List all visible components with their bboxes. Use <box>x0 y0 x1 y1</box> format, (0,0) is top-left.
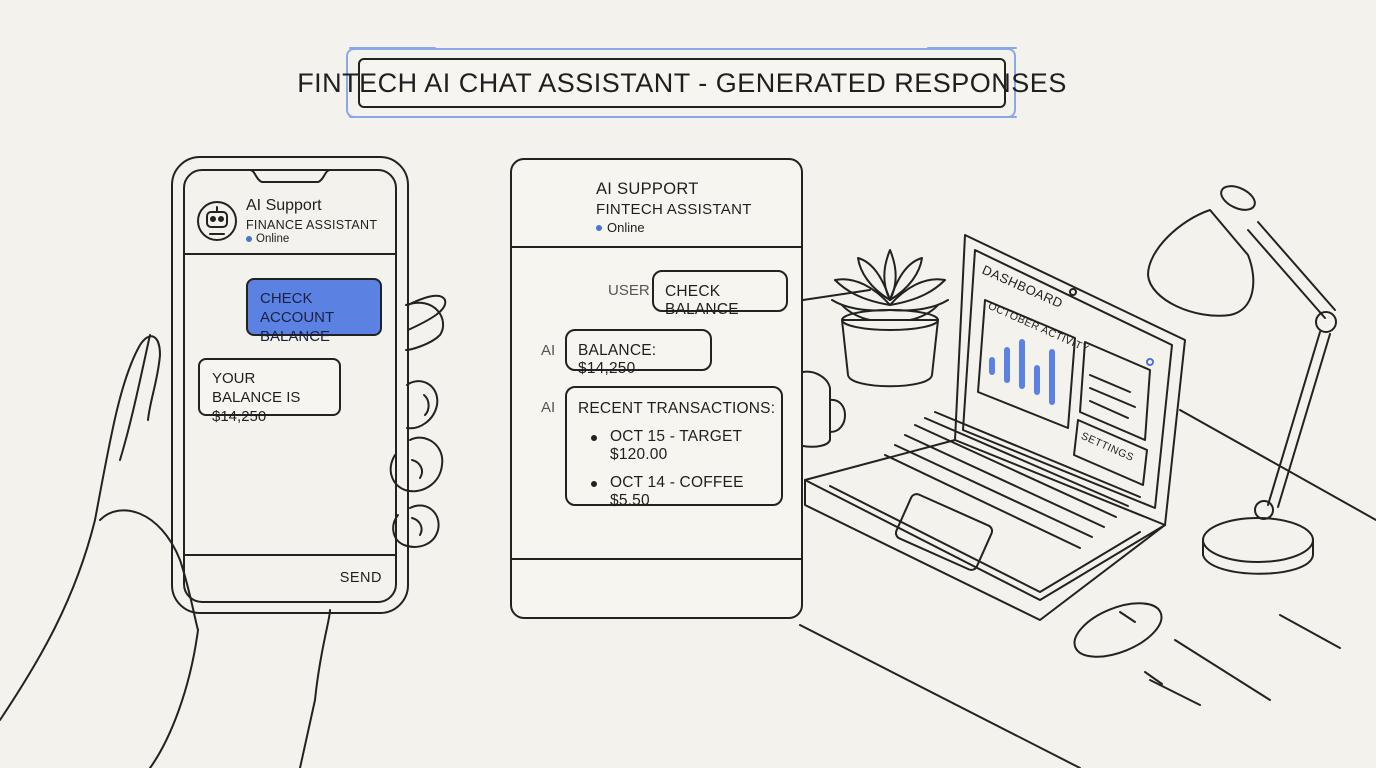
phone-body <box>171 156 409 614</box>
phone-ai-message: YOUR BALANCE IS $14,250 <box>198 358 341 425</box>
transaction-item: OCT 15 - TARGET $120.00 <box>591 428 781 464</box>
title-banner: FINTECH AI CHAT ASSISTANT - GENERATED RE… <box>297 58 1066 108</box>
online-dot-icon <box>596 224 602 231</box>
transactions-list: OCT 15 - TARGET $120.00 OCT 14 - COFFEE … <box>578 428 781 510</box>
phone-send-button[interactable]: SEND <box>339 570 382 586</box>
user-message-text: CHECK BALANCE <box>665 283 739 318</box>
phone-avatar-outline <box>197 201 237 241</box>
ai-balance-text: BALANCE: $14,250 <box>578 342 657 377</box>
phone-user-message-line1: CHECK ACCOUNT <box>260 290 335 326</box>
mouse-outline <box>1073 602 1163 658</box>
speaker-ai-label: AI <box>541 399 556 416</box>
transactions-heading: RECENT TRANSACTIONS: <box>578 400 776 417</box>
laptop-chart-bars <box>989 339 1055 405</box>
ai-transactions-bubble: RECENT TRANSACTIONS: OCT 15 - TARGET $12… <box>565 386 783 509</box>
phone-user-message-line2: BALANCE <box>260 328 331 345</box>
plant-outline <box>831 249 949 388</box>
phone-header-subtitle: FINANCE ASSISTANT <box>246 218 378 232</box>
banner-title: FINTECH AI CHAT ASSISTANT - GENERATED RE… <box>297 67 1067 98</box>
phone-header-title: AI Support <box>246 197 322 214</box>
chat-window-status: Online <box>596 220 645 235</box>
phone-ai-message-line1: YOUR BALANCE IS <box>212 370 301 406</box>
speaker-ai-label: AI <box>541 342 556 359</box>
ai-balance-bubble: BALANCE: $14,250 <box>565 329 712 377</box>
user-message-bubble: CHECK BALANCE <box>652 270 788 318</box>
chat-window-subtitle: FINTECH ASSISTANT <box>596 201 752 218</box>
banner-highlight <box>346 48 1016 118</box>
send-icon[interactable] <box>756 572 786 602</box>
chat-window-title: AI SUPPORT <box>596 180 699 198</box>
speaker-user-label: USER <box>608 282 650 299</box>
mug-outline <box>802 370 846 448</box>
phone-status: Online <box>246 233 289 245</box>
phone-chat-screen: AI Support FINANCE ASSISTANT Online CHEC… <box>184 182 396 602</box>
header-divider <box>512 246 801 248</box>
chat-window-status-text: Online <box>607 220 645 235</box>
phone-status-text: Online <box>256 233 290 245</box>
transaction-item: OCT 14 - COFFEE $5.50 <box>591 474 781 510</box>
phone-user-message: CHECK ACCOUNT BALANCE <box>246 278 382 345</box>
chat-window: AI SUPPORT FINTECH ASSISTANT Online USER… <box>510 158 803 619</box>
phone-ai-message-line2: $14,250 <box>212 408 267 425</box>
laptop-outline <box>804 234 1186 621</box>
composer-divider <box>512 558 801 560</box>
lamp-outline <box>1147 185 1337 575</box>
online-dot-icon <box>246 236 252 242</box>
